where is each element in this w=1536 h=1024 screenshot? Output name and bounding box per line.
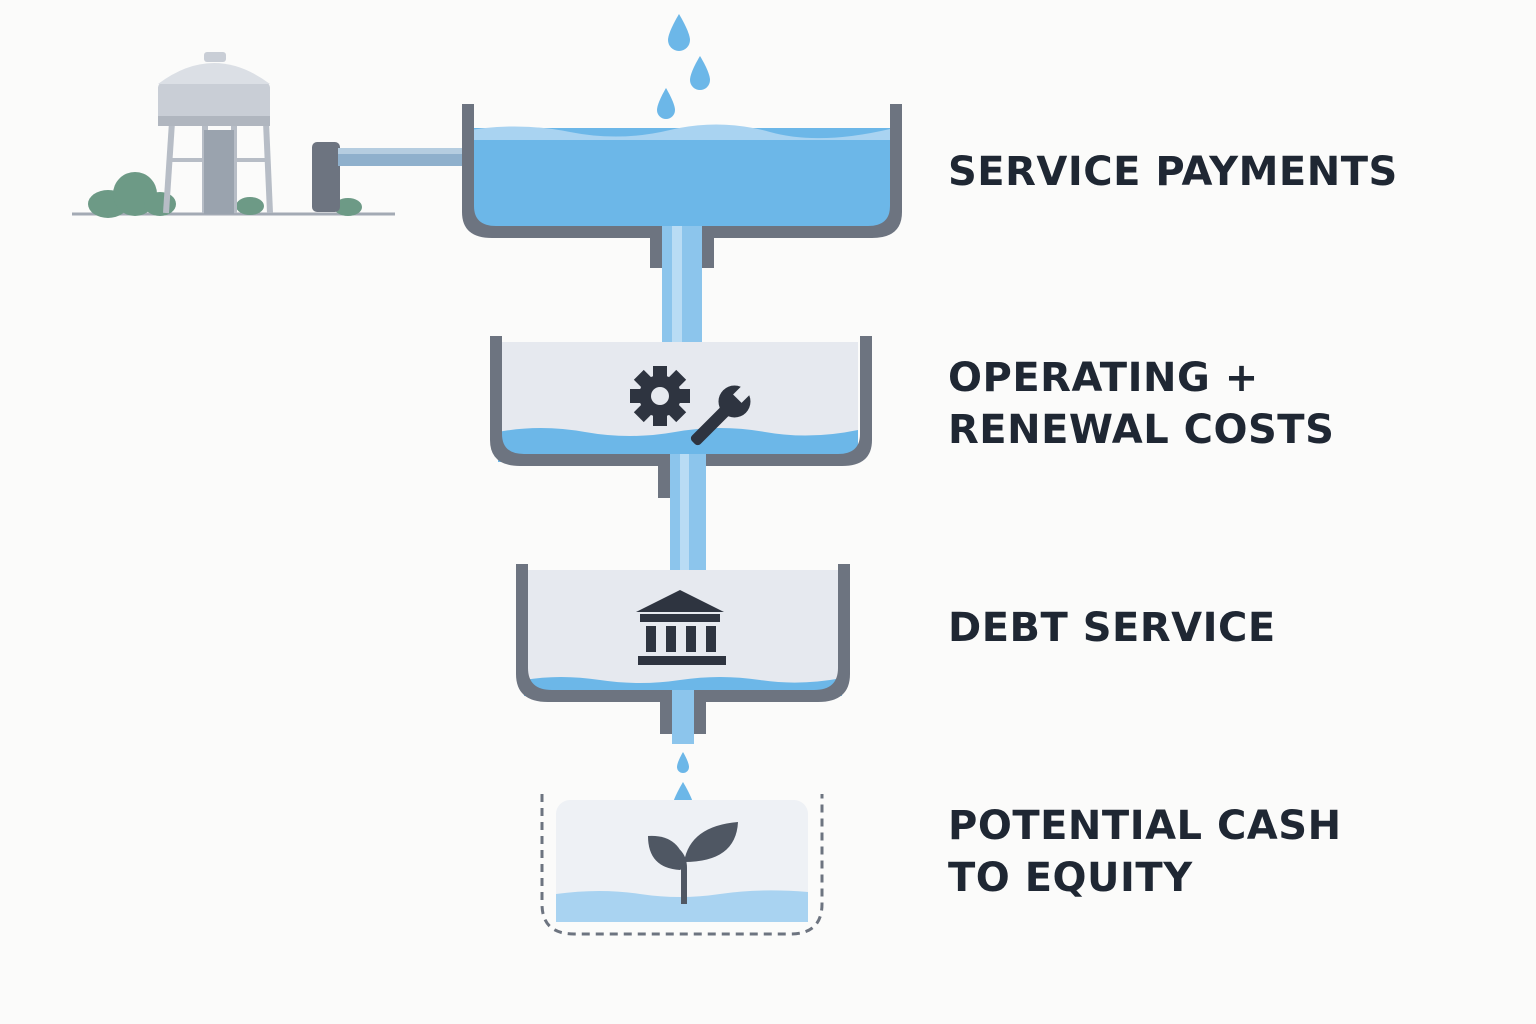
tier-label-line: TO EQUITY bbox=[948, 855, 1193, 901]
water-tower-icon bbox=[72, 52, 395, 218]
water-stream-3 bbox=[672, 690, 694, 744]
tier-label-line: DEBT SERVICE bbox=[948, 605, 1276, 651]
tier-label-line: SERVICE PAYMENTS bbox=[948, 149, 1398, 195]
gear-wrench-icon bbox=[630, 366, 755, 446]
tier-label-cash-to-equity: POTENTIAL CASH TO EQUITY bbox=[948, 800, 1342, 904]
tier-label-line: POTENTIAL CASH bbox=[948, 803, 1342, 849]
bank-building-icon bbox=[636, 590, 726, 665]
sprout-icon bbox=[648, 822, 738, 904]
tier-label-debt-service: DEBT SERVICE bbox=[948, 602, 1276, 654]
intake-pipe bbox=[312, 142, 462, 212]
tier-label-operating-renewal: OPERATING + RENEWAL COSTS bbox=[948, 352, 1334, 456]
rain-drops bbox=[657, 14, 710, 119]
tier-label-line: OPERATING + bbox=[948, 355, 1259, 401]
service-payments-basin bbox=[462, 104, 902, 268]
tier-label-service-payments: SERVICE PAYMENTS bbox=[948, 146, 1398, 198]
tier-label-line: RENEWAL COSTS bbox=[948, 407, 1335, 453]
debt-service-basin bbox=[516, 564, 850, 734]
